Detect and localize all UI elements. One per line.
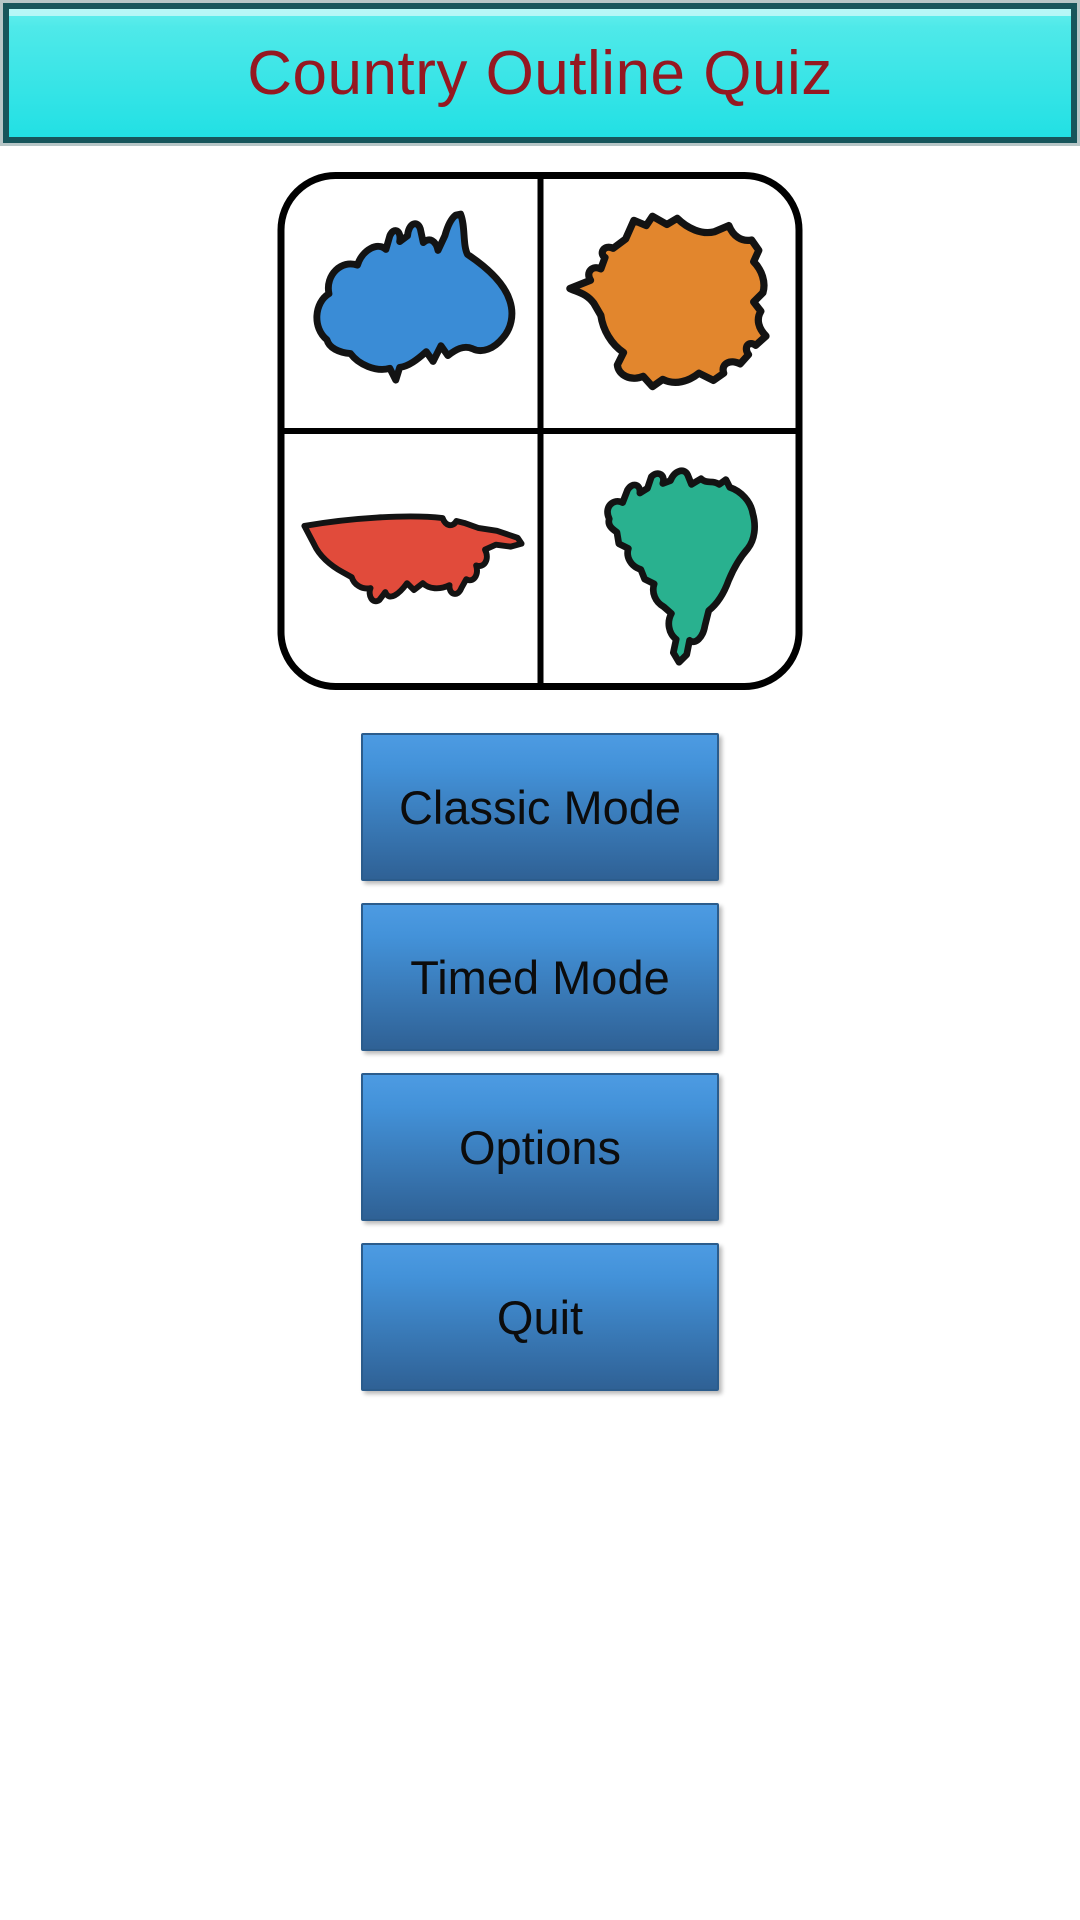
app-title: Country Outline Quiz (247, 38, 833, 108)
logo-cell-usa (284, 434, 537, 683)
usa-shape (301, 513, 525, 605)
timed-mode-button[interactable]: Timed Mode (361, 903, 719, 1051)
title-banner: Country Outline Quiz (3, 3, 1077, 143)
app-logo (277, 172, 803, 690)
france-shape (566, 212, 770, 391)
australia-shape (313, 210, 516, 384)
brazil-shape (603, 466, 758, 666)
australia-map-icon (313, 210, 516, 384)
logo-cell-australia (284, 179, 537, 428)
usa-map-icon (301, 513, 525, 605)
quit-button[interactable]: Quit (361, 1243, 719, 1391)
brazil-map-icon (603, 466, 758, 666)
main-menu: Classic Mode Timed Mode Options Quit (0, 733, 1080, 1391)
options-button[interactable]: Options (361, 1073, 719, 1221)
logo-cell-france (543, 179, 796, 428)
france-map-icon (566, 212, 770, 391)
classic-mode-button[interactable]: Classic Mode (361, 733, 719, 881)
logo-cell-brazil (543, 434, 796, 683)
